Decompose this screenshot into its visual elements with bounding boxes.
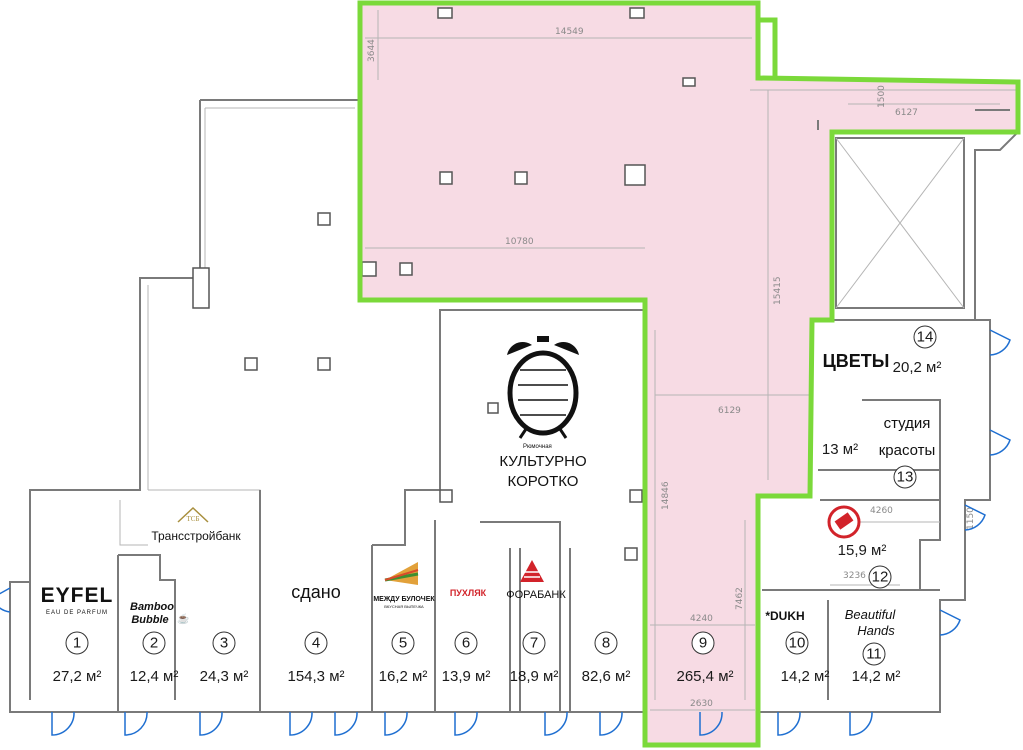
studio-label-line2: красоты [879, 442, 936, 459]
unit-7-area: 18,9 м² [510, 668, 559, 685]
unit-9-highlight [357, 0, 1021, 748]
unit-11-area: 14,2 м² [852, 668, 901, 685]
mezhdu-subtitle: ВКУСНАЯ ВЫПЕЧКА [384, 604, 424, 609]
kulturno-small-label: Рюмочная [523, 444, 552, 450]
unit-9-fill [360, 3, 1018, 745]
unit-10-number: 10 [789, 635, 806, 652]
dim-10780: 10780 [505, 237, 534, 247]
beautiful-label-line2: Hands [857, 623, 895, 638]
unit-14-number: 14 [917, 329, 934, 346]
dim-14846: 14846 [661, 481, 671, 510]
forabank-label: ФОРАБАНК [506, 589, 566, 601]
unit-1[interactable]: 1 27,2 м² [53, 631, 102, 685]
unit-6-number: 6 [462, 635, 470, 652]
unit-12-area: 15,9 м² [838, 542, 887, 559]
dim-4260: 4260 [870, 506, 893, 516]
bamboo-logo-line1: Bamboo [130, 601, 174, 613]
unit-10[interactable]: 10 14,2 м² [781, 631, 830, 685]
unit-8-number: 8 [602, 635, 610, 652]
unit-5[interactable]: 5 16,2 м² [379, 631, 428, 685]
unit-14[interactable]: 14 20,2 м² [893, 325, 942, 376]
unit-14-area: 20,2 м² [893, 359, 942, 376]
bamboo-logo-line2: Bubble [131, 614, 168, 626]
unit-2-number: 2 [150, 635, 158, 652]
dim-1150: 1150 [966, 507, 976, 530]
transstroy-label: Трансстройбанк [151, 529, 241, 543]
unit-5-number: 5 [399, 635, 407, 652]
unit-5-area: 16,2 м² [379, 668, 428, 685]
dim-1500: 1500 [877, 85, 887, 108]
unit-9-area: 265,4 м² [676, 668, 733, 685]
unit-7-number: 7 [530, 635, 538, 652]
dim-15415: 15415 [773, 276, 783, 305]
tsb-monogram: ТСБ [187, 515, 200, 523]
unit-11-number: 11 [866, 646, 882, 663]
flowers-label: ЦВЕТЫ [823, 351, 890, 371]
dim-2630: 2630 [690, 699, 713, 709]
partitions [29, 89, 1018, 712]
alarm-clock-icon [507, 336, 579, 439]
dim-14549: 14549 [555, 27, 584, 37]
unit-1-number: 1 [73, 635, 81, 652]
unit-2[interactable]: 2 12,4 м² [130, 631, 179, 685]
unit-2-area: 12,4 м² [130, 668, 179, 685]
rented-label: сдано [291, 582, 340, 602]
cup-icon: ☕ [177, 612, 189, 625]
dim-6127: 6127 [895, 108, 918, 118]
unit-1-area: 27,2 м² [53, 668, 102, 685]
unit-10-area: 14,2 м² [781, 668, 830, 685]
unit-13[interactable]: 13 13 м² [822, 441, 917, 489]
unit-12[interactable]: 12 15,9 м² [838, 542, 892, 589]
dim-4240: 4240 [690, 614, 713, 624]
unit-4-number: 4 [312, 635, 320, 652]
unit-6[interactable]: 6 13,9 м² [442, 631, 491, 685]
mezhdu-label: МЕЖДУ БУЛОЧЕК [373, 596, 435, 603]
key-badge-icon [827, 505, 861, 539]
kulturno-label-line2: КОРОТКО [508, 473, 579, 490]
unit-13-area: 13 м² [822, 441, 858, 458]
dim-3236: 3236 [843, 571, 866, 581]
sandwich-icon [384, 562, 419, 585]
columns [192, 7, 696, 561]
unit-7[interactable]: 7 18,9 м² [510, 631, 559, 685]
unit-3-area: 24,3 м² [200, 668, 249, 685]
unit-4-area: 154,3 м² [287, 668, 344, 685]
forabank-logo-mark [520, 560, 544, 582]
unit-9-stair-notch [758, 17, 778, 78]
transstroy-logo-mark: ТСБ [177, 506, 209, 523]
unit-9-number: 9 [699, 635, 707, 652]
pukhlyak-label: ПУХЛЯК [450, 588, 487, 598]
unit-12-number: 12 [872, 569, 889, 586]
unit-8[interactable]: 8 82,6 м² [582, 631, 631, 685]
dukh-logo: *DUKH [765, 609, 804, 623]
unit-11[interactable]: 11 14,2 м² [852, 642, 901, 685]
dimension-lines [365, 10, 1000, 711]
dim-3644: 3644 [367, 39, 377, 62]
unit-6-area: 13,9 м² [442, 668, 491, 685]
kulturno-label-line1: КУЛЬТУРНО [499, 453, 586, 470]
unit-13-number: 13 [897, 469, 914, 486]
dim-7462: 7462 [735, 587, 745, 610]
eyfel-logo: EYFEL [41, 584, 114, 607]
dim-6129: 6129 [718, 406, 741, 416]
eyfel-subtitle: EAU DE PARFUM [46, 610, 108, 616]
elevator-shaft [835, 137, 965, 309]
unit-8-area: 82,6 м² [582, 668, 631, 685]
unit-4[interactable]: 4 154,3 м² [287, 631, 345, 685]
unit-3-number: 3 [220, 635, 228, 652]
doors [0, 329, 1011, 736]
unit-3[interactable]: 3 24,3 м² [200, 631, 249, 685]
studio-label-line1: студия [884, 415, 931, 432]
unit-9[interactable]: 9 265,4 м² [676, 631, 734, 685]
beautiful-label-line1: Beautiful [845, 607, 897, 622]
